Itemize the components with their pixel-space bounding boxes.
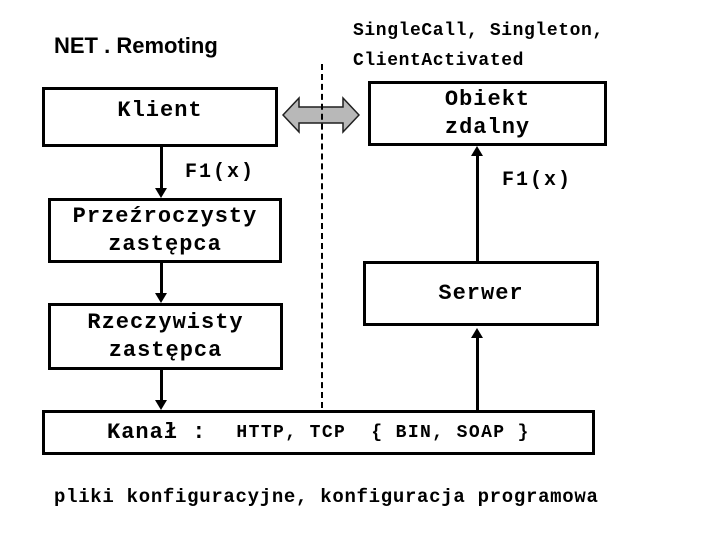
box-rzeczywisty-line1: Rzeczywisty: [87, 309, 244, 335]
box-przezroczysty-zastepca: Przeźroczysty zastępca: [48, 198, 282, 263]
activation-modes-line1: SingleCall, Singleton,: [353, 21, 604, 41]
arrow-shaft: [159, 370, 163, 406]
kanal-formats: { BIN, SOAP }: [371, 422, 530, 443]
arrow-klient-to-przezroczysty: [155, 147, 167, 198]
arrow-up-head: [471, 146, 483, 156]
arrow-kanal-to-serwer: [471, 328, 483, 410]
kanal-protocols: HTTP, TCP: [236, 422, 347, 443]
box-obiekt-zdalny-line2: zdalny: [444, 114, 531, 140]
box-klient-label: Klient: [117, 98, 203, 123]
arrow-down-head: [155, 188, 167, 198]
arrow-rzeczywisty-to-kanal: [155, 370, 167, 410]
arrow-shaft: [159, 263, 163, 299]
arrow-shaft: [159, 147, 163, 194]
box-rzeczywisty-line2: zastępca: [108, 337, 223, 363]
box-obiekt-zdalny: Obiekt zdalny: [368, 81, 607, 146]
call-label-left: F1(x): [185, 161, 256, 184]
arrow-down-head: [155, 400, 167, 410]
call-label-right: F1(x): [502, 169, 573, 192]
bottom-caption: pliki konfiguracyjne, konfiguracja progr…: [54, 486, 599, 508]
arrow-shaft: [475, 332, 479, 410]
arrow-przezroczysty-to-rzeczywisty: [155, 263, 167, 303]
box-serwer-label: Serwer: [438, 280, 524, 306]
box-przezroczysty-line1: Przeźroczysty: [72, 203, 258, 229]
boundary-dashed-line: [321, 64, 323, 408]
arrow-down-head: [155, 293, 167, 303]
activation-modes-line2: ClientActivated: [353, 51, 525, 71]
arrow-shaft: [475, 150, 479, 261]
kanal-label: Kanał :: [107, 419, 207, 445]
box-obiekt-zdalny-line1: Obiekt: [444, 86, 531, 112]
box-klient: Klient: [42, 87, 278, 147]
arrow-serwer-to-obiekt: [471, 146, 483, 261]
box-rzeczywisty-zastepca: Rzeczywisty zastępca: [48, 303, 283, 370]
activation-modes-text: SingleCall, Singleton, ClientActivated: [353, 16, 604, 76]
box-serwer: Serwer: [363, 261, 599, 326]
arrow-up-head: [471, 328, 483, 338]
page-title: NET . Remoting: [54, 33, 218, 58]
box-przezroczysty-line2: zastępca: [108, 231, 222, 257]
box-kanal: Kanał : HTTP, TCP { BIN, SOAP }: [42, 410, 595, 455]
